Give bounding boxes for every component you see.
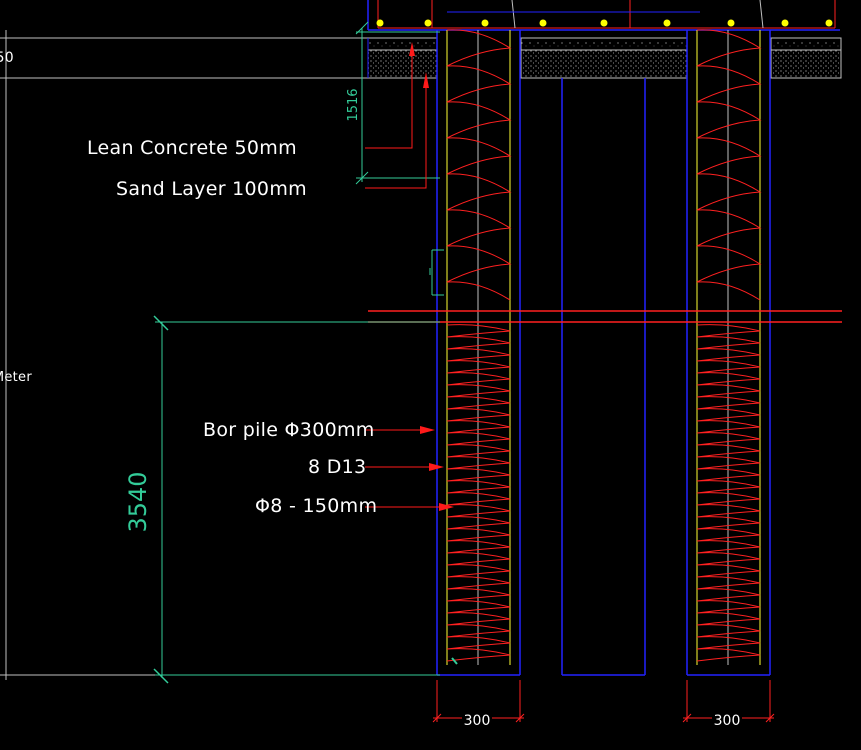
pile-middle (561, 78, 646, 676)
pile-tip-mark (451, 657, 458, 665)
left-edge-mid-label: Meter (0, 370, 32, 385)
width-left-label: 300 (464, 713, 491, 729)
section-line (368, 310, 842, 323)
width-dimension-right: 300 (682, 680, 775, 729)
spiral-stirrups (446, 29, 762, 662)
lean-concrete-label: Lean Concrete 50mm (87, 137, 297, 159)
dimension-3540-label: 3540 (124, 471, 152, 532)
main-bars-label: 8 D13 (308, 456, 367, 478)
rebar-dot (781, 19, 789, 27)
pile-right (686, 30, 771, 676)
rebar-dot (481, 19, 489, 27)
pile-left (436, 30, 521, 676)
spiral-segment (696, 324, 761, 662)
left-edge-top-label: 50 (0, 50, 14, 66)
dimension-1516-label: 1516 (346, 88, 361, 121)
sand-layer-label: Sand Layer 100mm (116, 178, 307, 200)
rebar-dot (825, 19, 833, 27)
layer-leaders (365, 42, 429, 189)
rebar-dot (727, 19, 735, 27)
rebar-dot (600, 19, 608, 27)
spiral-segment (446, 29, 512, 301)
spiral-segment (696, 29, 762, 301)
left-border (0, 30, 440, 680)
bor-pile-label: Bor pile Φ300mm (203, 419, 375, 441)
width-dimension-left: 300 (432, 680, 525, 729)
dimension-3540: 3540 (124, 315, 440, 684)
pile-leaders (365, 426, 454, 511)
width-right-label: 300 (714, 713, 741, 729)
rebar-dots (376, 19, 833, 27)
spiral-segment (446, 324, 511, 662)
rebar-dot (663, 19, 671, 27)
stirrups-label: Φ8 - 150mm (255, 495, 378, 517)
rebar-dot (539, 19, 547, 27)
rebar-dot (424, 19, 432, 27)
small-marker (429, 249, 444, 296)
subgrade-layers (367, 37, 842, 79)
rebar-dot (376, 19, 384, 27)
